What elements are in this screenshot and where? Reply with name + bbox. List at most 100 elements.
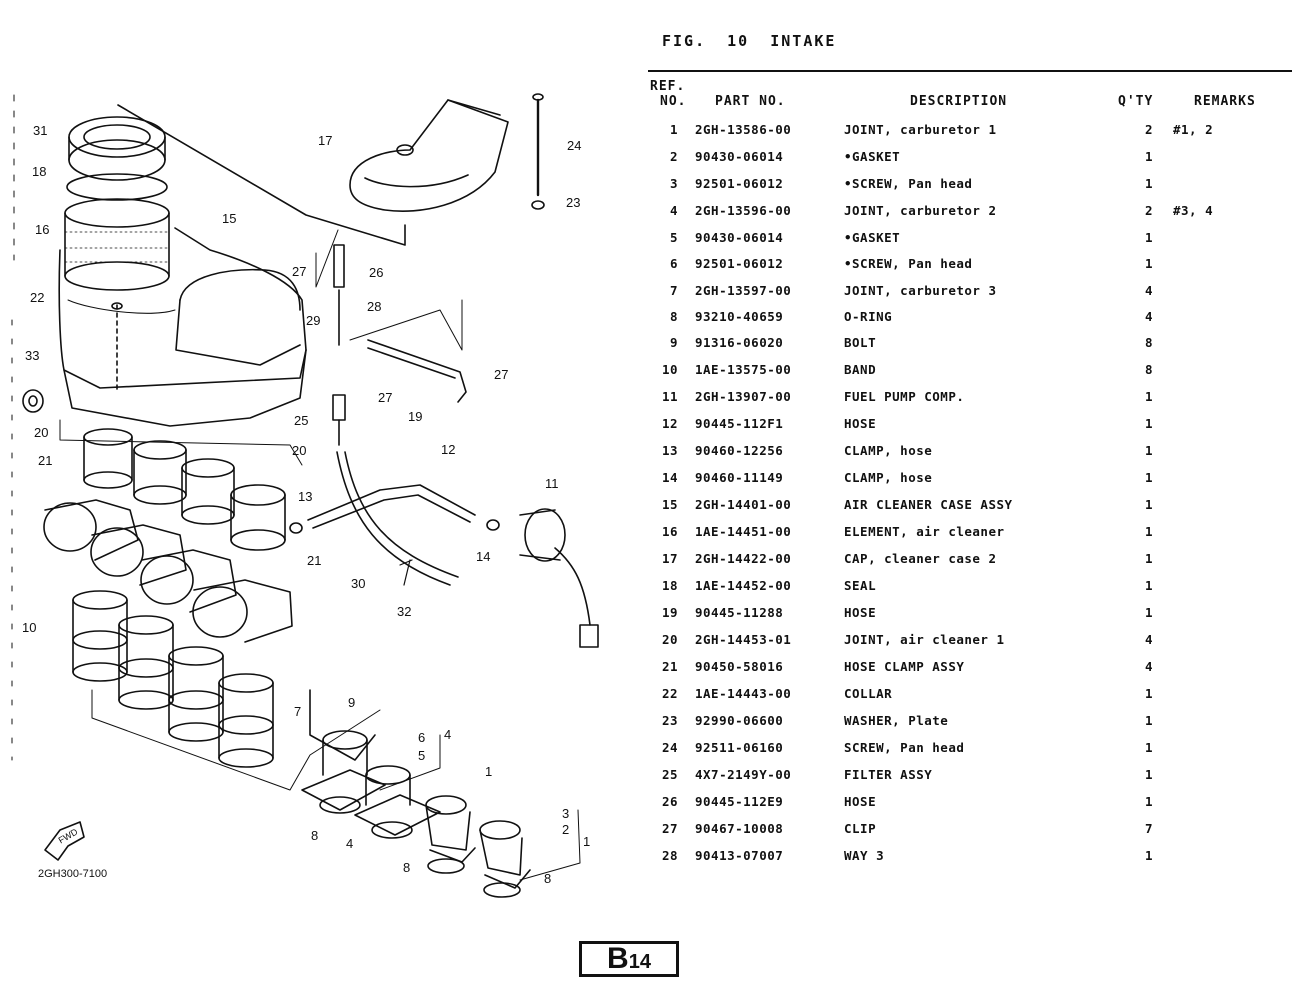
- callout-22: 22: [30, 290, 45, 305]
- ref-no: 9: [669, 335, 678, 350]
- header-rule: [648, 70, 1292, 72]
- part-no: 92990-06600: [695, 713, 784, 728]
- description: •GASKET: [844, 230, 901, 245]
- part-no: 2GH-13586-00: [695, 122, 792, 137]
- description: ELEMENT, air cleaner: [844, 524, 1005, 539]
- remarks-header: REMARKS: [1194, 94, 1256, 109]
- part-no: 2GH-14422-00: [695, 551, 792, 566]
- quantity: 1: [1144, 470, 1154, 485]
- breather-hose-drawing: [315, 229, 467, 446]
- callout-31: 31: [33, 123, 48, 138]
- quantity: 1: [1144, 389, 1154, 404]
- description: WAY 3: [844, 848, 885, 863]
- part-no: 92501-06012: [695, 176, 784, 191]
- description: JOINT, carburetor 1: [844, 122, 997, 137]
- page-badge-letter: B: [607, 942, 629, 975]
- ref-no: 25: [661, 767, 678, 782]
- carburetor-bodies-drawing: [43, 499, 293, 643]
- description: •SCREW, Pan head: [844, 176, 973, 191]
- ref-no: 24: [661, 740, 678, 755]
- quantity: 1: [1144, 578, 1154, 593]
- quantity: 1: [1144, 686, 1154, 701]
- ref-no: 4: [669, 203, 678, 218]
- part-no: 92511-06160: [695, 740, 784, 755]
- callout-30: 30: [351, 576, 366, 591]
- part-no: 90430-06014: [695, 149, 784, 164]
- callout-27: 27: [292, 264, 307, 279]
- ref-no: 22: [661, 686, 678, 701]
- callout-29: 29: [306, 313, 321, 328]
- ref-header-line2: NO.: [660, 94, 687, 109]
- part-no: 1AE-14443-00: [695, 686, 792, 701]
- callout-17: 17: [318, 133, 333, 148]
- bands-drawing: [72, 590, 381, 791]
- ref-no: 1: [669, 122, 678, 137]
- callout-19: 19: [408, 409, 423, 424]
- ref-no: 15: [661, 497, 678, 512]
- quantity: 1: [1144, 848, 1154, 863]
- part-no: 2GH-13597-00: [695, 283, 792, 298]
- quantity: 1: [1144, 149, 1154, 164]
- description: JOINT, carburetor 2: [844, 203, 997, 218]
- carburetor-joints-drawing: [301, 689, 581, 898]
- quantity: 1: [1144, 713, 1154, 728]
- description: CAP, cleaner case 2: [844, 551, 997, 566]
- fig-label: FIG. 10: [662, 32, 750, 50]
- ref-no: 27: [661, 821, 678, 836]
- ref-no: 6: [669, 256, 678, 271]
- part-no: 90445-11288: [695, 605, 784, 620]
- collar-drawing: [22, 389, 44, 413]
- ref-no: 3: [669, 176, 678, 191]
- ref-no: 19: [661, 605, 678, 620]
- ref-no: 28: [661, 848, 678, 863]
- quantity: 8: [1144, 362, 1154, 377]
- callout-20: 20: [34, 425, 49, 440]
- quantity: 2: [1144, 122, 1154, 137]
- description: FILTER ASSY: [844, 767, 933, 782]
- description: SCREW, Pan head: [844, 740, 965, 755]
- callout-4: 4: [346, 836, 354, 851]
- description: BAND: [844, 362, 877, 377]
- quantity: 4: [1144, 632, 1154, 647]
- callout-8: 8: [544, 871, 552, 886]
- part-no: 1AE-14452-00: [695, 578, 792, 593]
- callout-24: 24: [567, 138, 582, 153]
- part-no: 90413-07007: [695, 848, 784, 863]
- part-no: 92501-06012: [695, 256, 784, 271]
- ref-no: 20: [661, 632, 678, 647]
- exploded-parts-diagram: 31 18 16 22 33 15 17 24 23 27 26 28 29 2…: [0, 0, 640, 987]
- callout-2: 2: [562, 822, 570, 837]
- callout-26: 26: [369, 265, 384, 280]
- page-number-badge: B14: [579, 941, 679, 977]
- callout-21: 21: [307, 553, 322, 568]
- part-no: 90445-112F1: [695, 416, 784, 431]
- description: COLLAR: [844, 686, 893, 701]
- ref-no: 12: [661, 416, 678, 431]
- description: •GASKET: [844, 149, 901, 164]
- quantity: 1: [1144, 605, 1154, 620]
- part-no: 2GH-13907-00: [695, 389, 792, 404]
- quantity: 1: [1144, 794, 1154, 809]
- fuel-hose-and-pump-drawing: [289, 451, 599, 648]
- description: HOSE: [844, 605, 877, 620]
- quantity: 1: [1144, 443, 1154, 458]
- ref-no: 17: [661, 551, 678, 566]
- ref-no: 13: [661, 443, 678, 458]
- quantity: 1: [1144, 740, 1154, 755]
- callout-11: 11: [545, 476, 559, 491]
- callout-23: 23: [566, 195, 581, 210]
- ref-no: 14: [661, 470, 678, 485]
